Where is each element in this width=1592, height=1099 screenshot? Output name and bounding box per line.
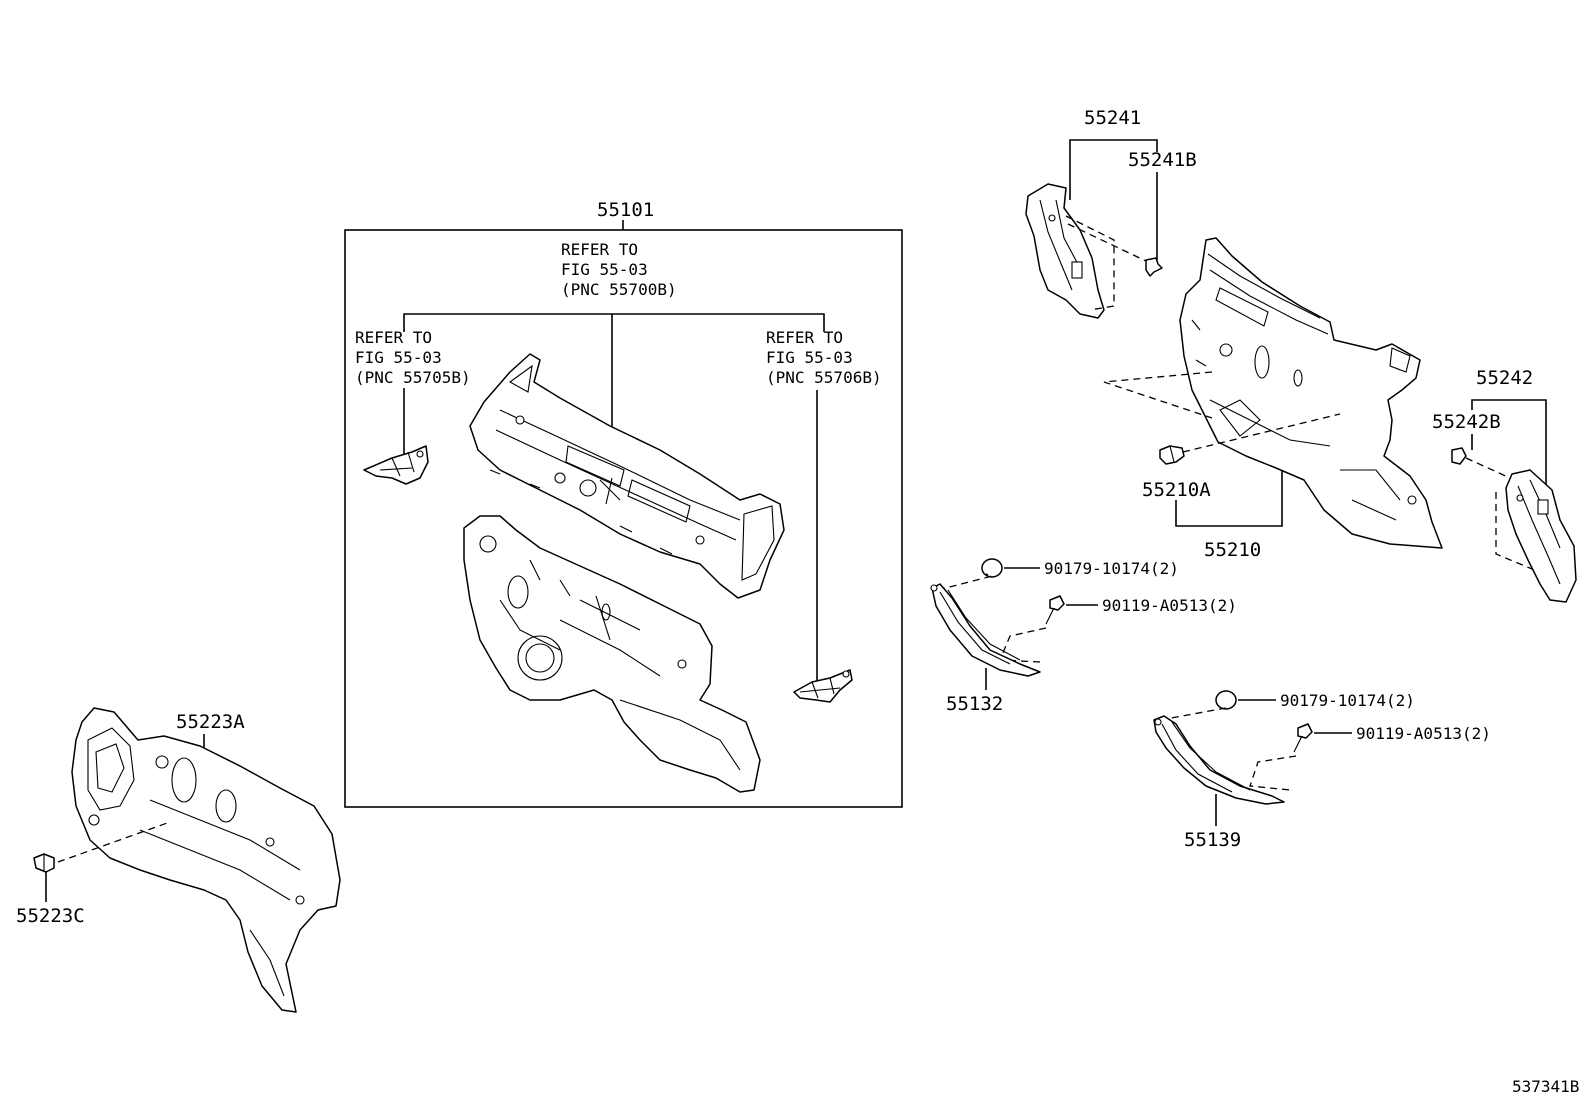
- part-90119-A0513-bolt-a[interactable]: [1045, 595, 1065, 625]
- label-55132[interactable]: 55132: [946, 693, 1003, 715]
- part-55705B-bracket[interactable]: [363, 445, 429, 485]
- refer-right-line2: FIG 55-03: [766, 348, 853, 367]
- label-90179-10174-a[interactable]: 90179-10174(2): [1044, 559, 1179, 578]
- label-90179-10174-b[interactable]: 90179-10174(2): [1280, 691, 1415, 710]
- label-55242[interactable]: 55242: [1476, 367, 1533, 389]
- refer-right-line3: (PNC 55706B): [766, 368, 882, 387]
- part-55210-dash-panel[interactable]: [1179, 237, 1443, 549]
- label-55139[interactable]: 55139: [1184, 829, 1241, 851]
- label-55210A[interactable]: 55210A: [1142, 479, 1211, 501]
- part-55223A-insulator[interactable]: [71, 707, 341, 1013]
- label-55210[interactable]: 55210: [1204, 539, 1261, 561]
- part-55700B-cowl-panel[interactable]: [469, 353, 785, 599]
- part-55132-insulator[interactable]: [930, 583, 1041, 677]
- part-55241-gusset[interactable]: [1025, 183, 1105, 319]
- assembly-55101-group: 55101 REFER TO FIG 55-03 (PNC 55700B) RE…: [344, 199, 903, 808]
- label-55101[interactable]: 55101: [597, 199, 654, 221]
- label-55241B[interactable]: 55241B: [1128, 149, 1197, 171]
- part-55223C-clip[interactable]: [33, 853, 55, 873]
- label-55223A[interactable]: 55223A: [176, 711, 245, 733]
- refer-center-line2: FIG 55-03: [561, 260, 648, 279]
- label-55242B[interactable]: 55242B: [1432, 411, 1501, 433]
- part-55241-group: 55241 55241B: [1025, 107, 1197, 319]
- part-55101-dash-panel[interactable]: [463, 515, 761, 793]
- label-55223C[interactable]: 55223C: [16, 905, 85, 927]
- part-55210A-clip[interactable]: [1159, 445, 1185, 465]
- part-55242B-clip[interactable]: [1451, 447, 1467, 465]
- refer-left-line1: REFER TO: [355, 328, 432, 347]
- label-90119-A0513-b[interactable]: 90119-A0513(2): [1356, 724, 1491, 743]
- part-55242-gusset[interactable]: [1505, 469, 1577, 603]
- refer-left-line2: FIG 55-03: [355, 348, 442, 367]
- refer-center-line3: (PNC 55700B): [561, 280, 677, 299]
- refer-right-line1: REFER TO: [766, 328, 843, 347]
- refer-left-line3: (PNC 55705B): [355, 368, 471, 387]
- diagram-id: 537341B: [1512, 1077, 1579, 1096]
- part-55132-group: 90179-10174(2) 90119-A0513(2) 55132: [930, 558, 1237, 715]
- part-55139-group: 90179-10174(2) 90119-A0513(2) 55139: [1153, 690, 1491, 851]
- part-90179-10174-clip-b[interactable]: [1215, 690, 1237, 710]
- part-55241B-clip[interactable]: [1145, 257, 1163, 277]
- refer-center-line1: REFER TO: [561, 240, 638, 259]
- part-90119-A0513-bolt-b[interactable]: [1293, 723, 1313, 753]
- label-55241[interactable]: 55241: [1084, 107, 1141, 129]
- part-55706B-bracket[interactable]: [793, 669, 853, 703]
- label-90119-A0513-a[interactable]: 90119-A0513(2): [1102, 596, 1237, 615]
- part-55223-group: 55223A 55223C: [16, 707, 341, 1013]
- part-55242-group: 55242 55242B: [1432, 367, 1577, 603]
- part-90179-10174-clip-a[interactable]: [981, 558, 1003, 578]
- part-55139-insulator[interactable]: [1153, 715, 1285, 805]
- part-55210-group: 55210A 55210: [1103, 237, 1443, 561]
